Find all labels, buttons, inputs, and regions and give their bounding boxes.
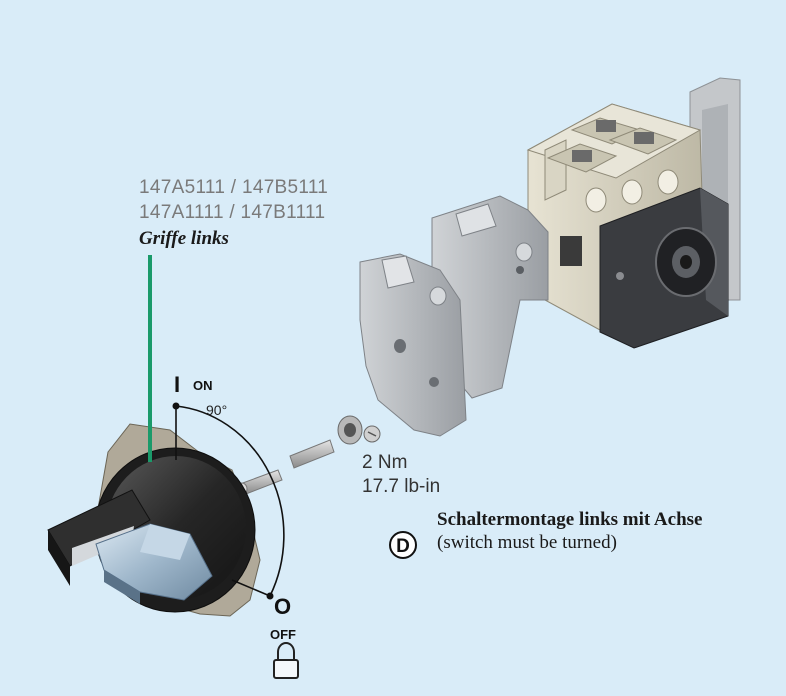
rotary-handle — [47, 423, 261, 617]
on-symbol: I — [174, 372, 181, 397]
handle-side-label: Griffe links — [139, 228, 229, 249]
part-number-line-1: 147A5111 / 147B5111 — [139, 177, 329, 198]
torque-metric: 2 Nm — [362, 452, 408, 473]
shaft-coupling — [337, 415, 381, 445]
rotation-indicator — [172, 402, 285, 600]
off-label: OFF — [270, 627, 296, 642]
padlock-icon — [273, 642, 299, 679]
shaft — [236, 439, 335, 496]
mounting-note-line-2: (switch must be turned) — [437, 532, 617, 553]
on-label: ON — [193, 378, 213, 393]
mounting-marker-letter: D — [396, 536, 410, 557]
mounting-note-line-1: Schaltermontage links mit Achse — [437, 509, 703, 530]
auxiliary-contact-front — [359, 253, 467, 437]
switch-front-cover — [599, 187, 729, 349]
mounting-marker: D — [389, 531, 417, 559]
rotation-angle-label: 90° — [206, 402, 228, 418]
part-number-line-2: 147A1111 / 147B1111 — [139, 202, 326, 223]
off-symbol: O — [274, 594, 292, 619]
torque-imperial: 17.7 lb-in — [362, 476, 441, 497]
